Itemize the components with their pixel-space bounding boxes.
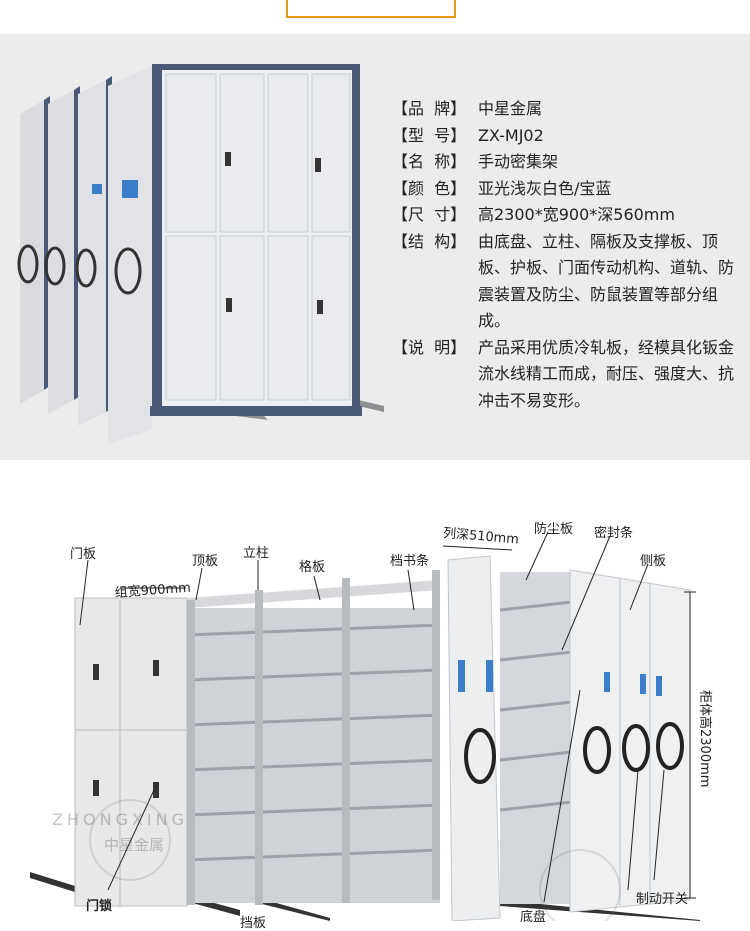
spec-row-name: 【名 称】 手动密集架 bbox=[392, 149, 742, 176]
spec-list: 【品 牌】 中星金属 【型 号】 ZX-MJ02 【名 称】 手动密集架 【颜 … bbox=[392, 96, 742, 414]
watermark-brand-en: ZHONGXING bbox=[52, 810, 188, 829]
mobile-shelving-product-image bbox=[17, 64, 384, 444]
callout-file-strip: 档书条 bbox=[390, 554, 430, 569]
spec-panel: 【品 牌】 中星金属 【型 号】 ZX-MJ02 【名 称】 手动密集架 【颜 … bbox=[0, 34, 750, 460]
shelving-cutaway-image bbox=[30, 531, 700, 921]
spec-row-description: 【说 明】 产品采用优质冷轧板，经模具化钣金流水线精工而成，耐压、强度大、抗冲击… bbox=[392, 335, 742, 415]
spec-value: 手动密集架 bbox=[478, 152, 559, 171]
callout-door-panel: 门板 bbox=[70, 547, 97, 562]
callout-bottom-partial: 挡板 bbox=[240, 916, 267, 931]
spec-value: 产品采用优质冷轧板，经模具化钣金流水线精工而成，耐压、强度大、抗冲击不易变形。 bbox=[478, 337, 735, 410]
spec-row-brand: 【品 牌】 中星金属 bbox=[392, 96, 742, 123]
callout-base: 底盘 bbox=[520, 910, 547, 925]
callout-side-panel: 侧板 bbox=[640, 554, 667, 569]
top-strip bbox=[0, 0, 750, 34]
spec-value: ZX-MJ02 bbox=[478, 125, 544, 145]
spec-key: 【尺 寸】 bbox=[392, 205, 467, 224]
spec-value: 高2300*宽900*深560mm bbox=[478, 205, 675, 224]
spec-value: 中星金属 bbox=[478, 99, 543, 118]
callout-shelf: 格板 bbox=[299, 560, 326, 575]
side-unit-4 bbox=[108, 66, 152, 444]
callout-door-lock: 门锁 bbox=[86, 899, 113, 914]
spec-key: 【名 称】 bbox=[392, 152, 467, 171]
spec-key: 【颜 色】 bbox=[392, 178, 467, 198]
callout-seal-strip: 密封条 bbox=[594, 526, 634, 541]
spec-row-model: 【型 号】 ZX-MJ02 bbox=[392, 123, 742, 150]
spec-row-color: 【颜 色】 亚光浅灰白色/宝蓝 bbox=[392, 176, 742, 203]
spec-value: 由底盘、立柱、隔板及支撑板、顶板、护板、门面传动机构、道轨、防震装置及防尘、防鼠… bbox=[478, 231, 735, 331]
spec-value: 亚光浅灰白色/宝蓝 bbox=[478, 178, 612, 198]
spec-key: 【型 号】 bbox=[392, 125, 467, 145]
spec-row-structure: 【结 构】 由底盘、立柱、隔板及支撑板、顶板、护板、门面传动机构、道轨、防震装置… bbox=[392, 229, 742, 335]
spec-key: 【说 明】 bbox=[392, 337, 467, 357]
detail-panel: 门板 组宽900mm 顶板 立柱 格板 档书条 列深510mm 防尘板 密封条 … bbox=[0, 460, 750, 931]
callout-brake-switch: 制动开关 bbox=[636, 892, 689, 907]
callout-cabinet-height: 柜体高2300mm bbox=[697, 690, 712, 788]
spec-key: 【结 构】 bbox=[392, 231, 467, 251]
callout-column: 立柱 bbox=[243, 546, 270, 561]
watermark-brand-cn: 中星金属 bbox=[104, 836, 165, 854]
top-tab-frame bbox=[286, 0, 456, 18]
callout-top-panel: 顶板 bbox=[192, 554, 219, 569]
spec-row-size: 【尺 寸】 高2300*宽900*深560mm bbox=[392, 202, 742, 229]
callout-dust-board: 防尘板 bbox=[534, 522, 574, 537]
spec-key: 【品 牌】 bbox=[392, 99, 467, 118]
